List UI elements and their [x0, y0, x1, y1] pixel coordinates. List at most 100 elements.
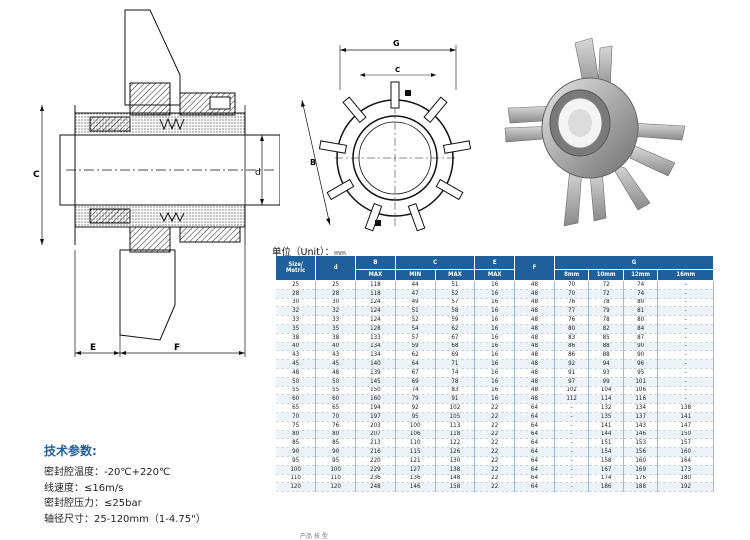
table-cell: 48 [514, 342, 555, 352]
table-cell: 76 [554, 315, 590, 325]
table-cell: 134 [355, 342, 396, 352]
table-cell: 145 [355, 377, 396, 387]
table-cell: 124 [355, 298, 396, 308]
table-cell: 229 [355, 465, 396, 475]
table-cell: 120 [276, 482, 317, 493]
table-cell: 52 [395, 315, 436, 325]
table-cell: 54 [395, 324, 436, 334]
cropped-footer-text: 产品 技 型 [300, 533, 328, 540]
table-cell: 22 [474, 474, 516, 484]
table-cell: 67 [395, 368, 436, 378]
table-cell: 158 [435, 482, 476, 493]
subheader: 12mm [623, 269, 659, 281]
tech-line: 轴径尺寸：25-120mm（1-4.75"） [44, 513, 206, 525]
table-cell: 71 [435, 359, 476, 369]
table-cell: 28 [315, 289, 357, 299]
table-cell: 188 [623, 482, 659, 493]
table-cell: 45 [315, 359, 357, 369]
table-cell: 248 [355, 482, 396, 493]
table-cell: 48 [514, 386, 555, 396]
table-cell: 25 [276, 280, 317, 290]
table-cell: 110 [395, 438, 436, 449]
table-cell: 92 [554, 359, 590, 369]
table-cell: 38 [276, 333, 317, 343]
table-cell: 48 [514, 315, 555, 325]
table-cell: 110 [315, 474, 357, 484]
table-cell: 126 [435, 447, 476, 457]
table-cell: - [657, 324, 714, 334]
table-cell: 216 [355, 447, 396, 457]
table-cell: 65 [276, 403, 317, 413]
table-cell: 169 [623, 465, 659, 475]
table-cell: 180 [657, 474, 714, 484]
table-cell: 90 [623, 342, 659, 352]
table-cell: 115 [395, 447, 436, 457]
table-cell: - [657, 280, 714, 290]
table-cell: 100 [315, 465, 357, 475]
table-cell: 154 [588, 447, 624, 457]
table-cell: 74 [395, 386, 436, 396]
table-cell: 80 [623, 315, 659, 325]
table-cell: 132 [588, 403, 624, 413]
subheader: 8mm [554, 269, 590, 281]
table-cell: 22 [474, 465, 516, 475]
table-cell: 64 [395, 359, 436, 369]
table-cell: 52 [435, 289, 476, 299]
table-cell: 35 [276, 324, 317, 334]
table-cell: 130 [435, 456, 476, 466]
table-cell: 81 [623, 306, 659, 317]
table-cell: 160 [657, 447, 714, 457]
table-cell: - [657, 289, 714, 299]
tech-line: 密封腔温度：-20℃+220℃ [44, 467, 171, 478]
table-cell: - [554, 456, 590, 466]
table-cell: 101 [623, 377, 659, 387]
table-cell: 150 [355, 386, 396, 396]
table-cell: 22 [474, 421, 516, 431]
table-cell: 104 [588, 386, 624, 396]
table-cell: 220 [355, 456, 396, 466]
table-cell: 160 [623, 456, 659, 466]
table-cell: 22 [474, 482, 516, 493]
table-cell: 174 [588, 474, 624, 484]
table-cell: 86 [554, 350, 590, 361]
table-cell: - [554, 447, 590, 457]
table-cell: - [554, 403, 590, 413]
table-cell: 148 [435, 474, 476, 484]
table-cell: 97 [554, 377, 590, 387]
subheader: MAX [474, 269, 516, 281]
seal-product-photo [504, 37, 686, 227]
table-cell: 124 [355, 306, 396, 317]
table-cell: 57 [435, 298, 476, 308]
dimension-table: Size/Metric d B C E F G MAX MIN MAX MAX … [276, 256, 715, 493]
table-cell: 92 [395, 403, 436, 413]
table-cell: 87 [623, 333, 659, 343]
table-cell: 28 [276, 289, 317, 299]
table-cell: 16 [474, 289, 516, 299]
table-cell: 78 [435, 377, 476, 387]
table-cell: 153 [623, 438, 659, 449]
table-cell: 43 [276, 350, 317, 361]
table-cell: 64 [514, 412, 555, 422]
table-cell: 48 [514, 306, 555, 317]
seal-front-view-drawing: G C B [301, 39, 472, 232]
table-cell: 40 [276, 342, 317, 352]
table-cell: 95 [276, 456, 317, 466]
table-cell: 106 [395, 430, 436, 440]
table-cell: 157 [657, 438, 714, 449]
header-d: d [315, 256, 357, 281]
table-cell: 164 [657, 456, 714, 466]
table-cell: 156 [623, 447, 659, 457]
table-cell: - [657, 298, 714, 308]
table-cell: 88 [588, 342, 624, 352]
table-cell: 64 [514, 482, 555, 493]
subheader: 10mm [588, 269, 624, 281]
table-cell: 48 [514, 359, 555, 369]
table-cell: 118 [355, 289, 396, 299]
table-cell: 50 [276, 377, 317, 387]
table-cell: 38 [315, 333, 357, 343]
tech-params: 技术参数: 密封腔温度：-20℃+220℃ 线速度：≤16m/s 密封腔压力：≤… [44, 442, 206, 527]
